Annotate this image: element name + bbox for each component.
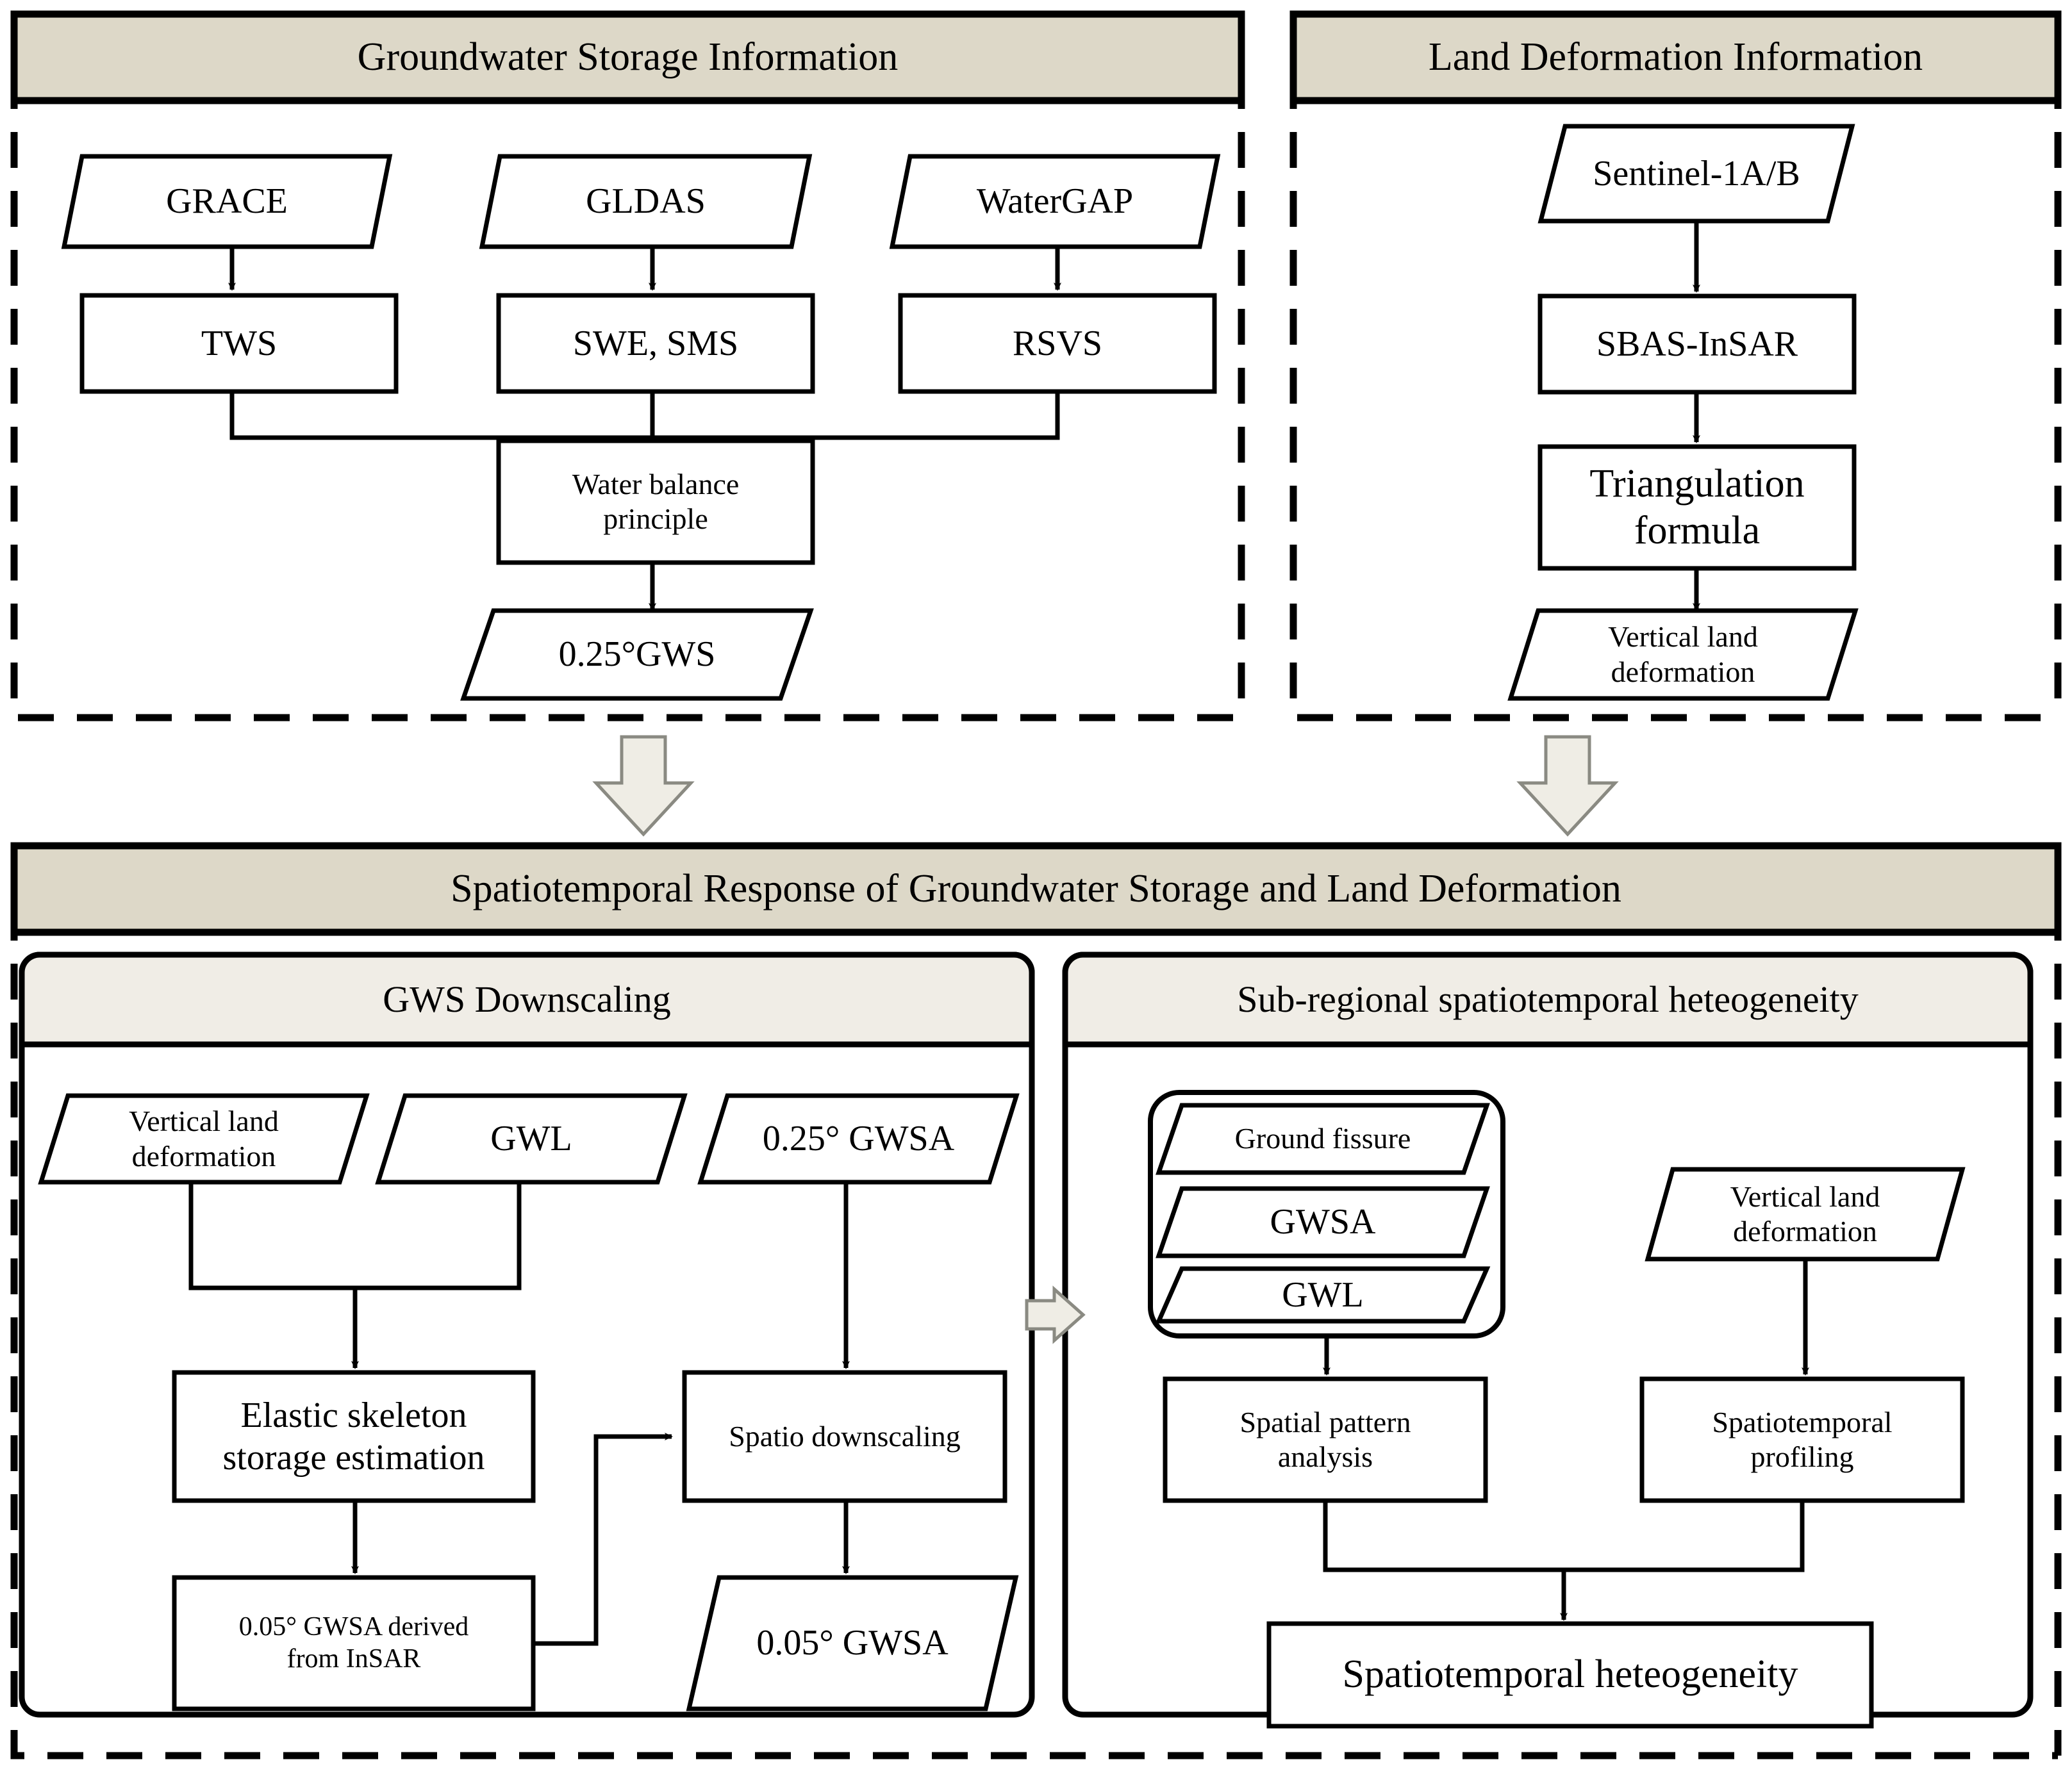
node-gws-025 [460,608,814,701]
node-gwsa-005 [686,1575,1019,1711]
node-spatiotemporal-heterogeneity [1266,1621,1874,1729]
node-elastic-skeleton-storage-estimation [172,1370,536,1503]
node-water-balance-principle [496,438,815,565]
node-spatial-pattern-analysis [1163,1376,1488,1503]
panel-groundwater-storage [10,10,1245,721]
node-gwsa-025 [697,1093,1020,1185]
connector-insar-to-spatio-downscaling [533,1433,673,1646]
node-grace [61,154,393,249]
node-spatiotemporal-profiling [1639,1376,1965,1503]
node-gwl-left [375,1093,688,1185]
node-vertical-land-deformation-right [1645,1167,1966,1262]
node-vertical-land-deformation-left [38,1093,370,1185]
node-sbas-insar [1537,293,1857,395]
node-sentinel-1ab [1537,124,1855,224]
node-gwsa-005-derived-insar [172,1575,536,1711]
node-gwl-right [1155,1266,1491,1324]
group-inputs-container [1148,1090,1505,1339]
node-ground-fissure [1156,1103,1490,1175]
node-rsvs [898,293,1217,394]
node-gwsa-right [1156,1186,1490,1258]
panel-spatiotemporal-response [10,842,2062,1759]
node-swe-sms [496,293,815,394]
block-arrow-down-left [592,735,695,837]
node-tws [79,293,399,394]
panel-land-deformation [1289,10,2062,721]
node-triangulation-formula [1537,444,1857,571]
node-vertical-land-deformation-top [1507,608,1859,701]
block-arrow-down-right [1516,735,1619,837]
connector-bus-to-water-balance [229,391,1060,440]
node-gldas [479,154,813,249]
node-watergap [889,154,1221,249]
block-arrow-right-between-subpanels [1025,1285,1086,1344]
node-spatio-downscaling [682,1370,1007,1503]
